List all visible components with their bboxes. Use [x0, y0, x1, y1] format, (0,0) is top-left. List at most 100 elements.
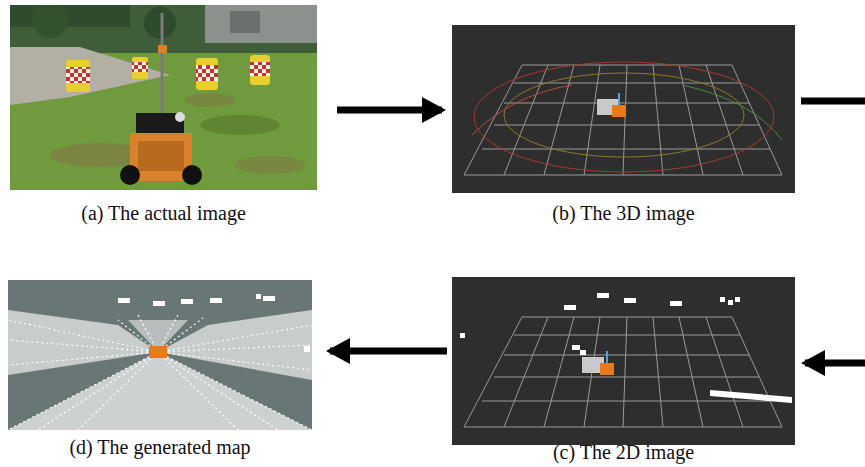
view-2d-part-part [494, 377, 759, 378]
view-2d-part-part [670, 301, 682, 306]
generated-map-part-part [118, 298, 130, 303]
barrels-part [132, 62, 148, 72]
photo [10, 5, 317, 190]
panel-caption: (d) The generated map [8, 435, 312, 459]
view-3d-part [452, 25, 795, 193]
view-3d-part-part [474, 62, 774, 172]
generated-map-part-part [263, 296, 275, 301]
barrels [66, 55, 270, 92]
generated-map-part-part [181, 299, 193, 304]
view-3d-part-part [504, 73, 744, 157]
figure-panel: (d) The generated map [8, 280, 312, 459]
photo-part [10, 47, 170, 105]
view-2d-part-part [597, 293, 609, 298]
robot-cart [120, 13, 202, 185]
view-3d-part-part [544, 65, 574, 175]
view-2d-part-part [572, 345, 580, 350]
generated-map-part-part [78, 352, 158, 430]
view-3d-part [464, 65, 782, 175]
view-2d-part-part [710, 390, 792, 403]
view-2d [452, 277, 795, 445]
view-3d-part [618, 93, 620, 105]
generated-map-part-part [38, 352, 158, 430]
flow-arrow [337, 107, 442, 114]
view-3d-part-part [584, 65, 600, 175]
generated-map-part-part [158, 352, 312, 370]
view-3d-part [612, 105, 626, 117]
generated-map-part-part [256, 294, 261, 299]
generated-map-part-part [8, 320, 158, 352]
robot-cart-part [161, 13, 164, 123]
view-3d-part-part [623, 65, 627, 175]
generated-map-part [8, 315, 312, 430]
view-2d-part-part [564, 305, 576, 310]
view-2d-part-part [706, 317, 743, 427]
generated-map-part [118, 294, 310, 352]
figure-panel: (a) The actual image [10, 5, 317, 225]
view-3d-part-part [679, 65, 703, 175]
view-2d-part-part [544, 317, 574, 427]
view-2d-part-part [580, 350, 586, 355]
view-3d-part-part [653, 65, 663, 175]
view-2d-part [452, 277, 795, 445]
photo-part [235, 156, 305, 174]
robot-cart-part [182, 165, 202, 185]
view-2d-part-part [482, 401, 770, 402]
generated-map-part-part [8, 352, 158, 430]
photo-part [32, 5, 68, 38]
barrels-part [250, 55, 270, 85]
panel-caption: (b) The 3D image [452, 201, 795, 225]
barrels-part [196, 65, 218, 81]
view-2d-part [460, 293, 792, 403]
generated-map-part [8, 280, 312, 430]
robot-cart-part [138, 141, 184, 171]
generated-map-part-part [153, 301, 165, 306]
generated-map-part-part [8, 340, 158, 352]
generated-map-part-part [158, 352, 238, 430]
view-2d-part [464, 317, 782, 427]
generated-map-part-part [158, 352, 278, 430]
generated-map [8, 280, 312, 430]
generated-map-part-part [158, 352, 312, 430]
barrels-part [250, 62, 270, 76]
figure-panel: (c) The 2D image [452, 277, 795, 464]
view-2d-part-part [504, 355, 749, 356]
view-3d [452, 25, 795, 193]
photo-part [230, 11, 260, 33]
view-3d-part-part [682, 85, 782, 140]
barrels-part [196, 58, 218, 90]
view-2d-part-part [504, 317, 548, 427]
view-2d-part-part [653, 317, 663, 427]
barrels-part [132, 57, 148, 79]
generated-map-part [8, 352, 312, 430]
generated-map-part-part [210, 298, 222, 303]
generated-map-part-part [304, 346, 310, 352]
view-2d-part [600, 363, 614, 375]
photo-part [10, 5, 130, 27]
photo-part [205, 5, 317, 43]
view-2d-part-part [679, 317, 703, 427]
flow-arrow [330, 348, 447, 355]
robot-cart-part [175, 112, 185, 122]
view-2d-part [606, 351, 608, 363]
view-2d-part-part [464, 317, 782, 427]
view-2d-part-part [514, 335, 740, 336]
generated-map-part-part [8, 352, 158, 365]
view-3d-part-part [464, 65, 782, 175]
photo-part [144, 7, 176, 39]
view-2d-part-part [728, 300, 733, 305]
view-2d-part-part [623, 317, 627, 427]
view-3d-part-part [494, 125, 759, 126]
generated-map-part-part [158, 325, 312, 352]
robot-cart-part [158, 45, 167, 53]
view-2d-part-part [735, 297, 740, 302]
view-3d-part-part [472, 85, 572, 135]
generated-map-part-part [158, 345, 312, 352]
figure-panel: (b) The 3D image [452, 25, 795, 225]
view-2d-part-part [460, 333, 465, 338]
photo-part [185, 93, 235, 107]
panel-caption: (a) The actual image [10, 201, 317, 225]
view-3d-part-part [504, 103, 749, 104]
